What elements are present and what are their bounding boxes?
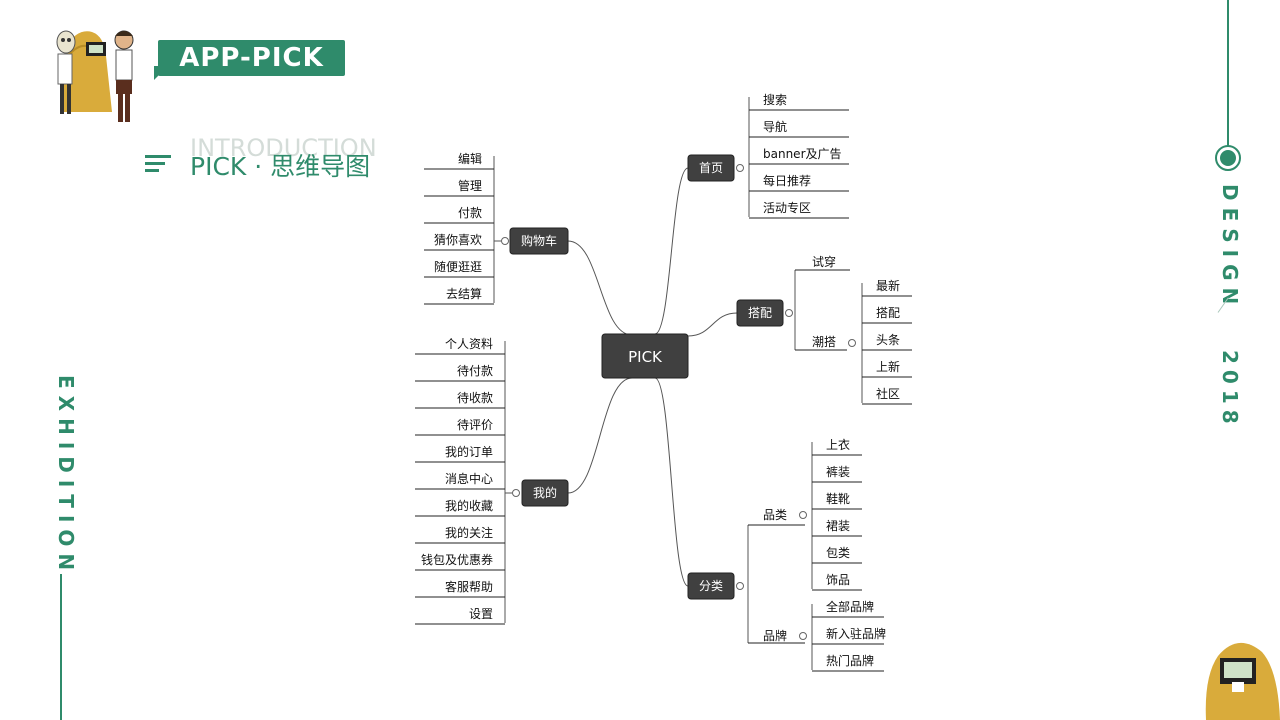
home-node-box: [687, 154, 735, 182]
brand-label: 品牌: [763, 629, 787, 643]
design-vertical-text: DESIGN: [1218, 184, 1242, 312]
mine-item: 待付款: [457, 364, 493, 378]
match-node-box: [736, 299, 784, 327]
mine-node-box: [521, 479, 569, 507]
mine-item: 我的收藏: [445, 498, 493, 513]
mine-item: 待评价: [457, 418, 493, 432]
header-badge: [158, 40, 345, 76]
cart-item: 编辑: [458, 151, 482, 166]
cart-node-box: [509, 227, 569, 255]
root-node-label: PICK: [628, 348, 663, 366]
category-node-box: [687, 572, 735, 600]
menu-lines-icon: [145, 155, 171, 172]
trend-label: 潮搭: [812, 334, 836, 349]
type-item: 上衣: [826, 437, 850, 452]
cart-item: 猜你喜欢: [434, 232, 482, 247]
type-item: 裙装: [826, 519, 850, 533]
type-item: 包类: [826, 546, 850, 560]
trend-item: 社区: [876, 386, 900, 401]
cart-item: 去结算: [446, 286, 482, 301]
home-item: 每日推荐: [763, 173, 811, 188]
mine-item: 我的订单: [445, 444, 493, 459]
mine-item: 个人资料: [445, 337, 493, 351]
root-node-box: [601, 333, 689, 379]
brand-item: 热门品牌: [826, 653, 874, 668]
match-dot: [785, 309, 793, 317]
mine-connector: [567, 377, 633, 494]
category-node-label: 分类: [699, 579, 723, 593]
home-item: banner及广告: [763, 147, 842, 161]
year-vertical-text: 2018: [1218, 350, 1242, 430]
home-item: 活动专区: [763, 200, 811, 215]
cart-dot: [501, 237, 509, 245]
trend-item: 头条: [876, 333, 900, 347]
match-node-label: 搭配: [748, 306, 772, 320]
mine-dot: [512, 489, 520, 497]
cart-item: 管理: [458, 178, 482, 193]
brand-item: 全部品牌: [826, 599, 874, 614]
characters-illustration: [56, 30, 134, 122]
right-top-line: [1227, 0, 1229, 146]
category-dot: [736, 582, 744, 590]
mine-item: 待收款: [457, 391, 493, 405]
mine-item: 我的关注: [445, 525, 493, 540]
mine-item: 客服帮助: [445, 579, 493, 594]
trend-item: 最新: [876, 278, 900, 293]
trend-dot: [848, 339, 856, 347]
cart-connector: [567, 240, 633, 336]
left-bottom-line: [60, 574, 62, 720]
mine-item: 钱包及优惠券: [421, 552, 493, 567]
home-node-label: 首页: [699, 161, 723, 175]
tryon-label: 试穿: [812, 254, 836, 269]
trend-item: 搭配: [876, 306, 900, 320]
trend-item: 上新: [876, 359, 900, 374]
type-dot: [799, 511, 807, 519]
type-item: 鞋靴: [826, 491, 850, 506]
type-item: 饰品: [826, 573, 850, 587]
circle-marker-icon: [1215, 145, 1241, 171]
brand-item: 新入驻品牌: [826, 626, 886, 641]
category-connector: [654, 377, 689, 587]
home-dot: [736, 164, 744, 172]
exhidition-vertical-text: EXHIDITION: [54, 375, 78, 578]
page-title: PICK · 思维导图: [190, 152, 371, 181]
home-item: 导航: [763, 119, 787, 134]
mine-node-label: 我的: [533, 485, 557, 500]
type-label: 品类: [763, 508, 787, 522]
badge-label: APP-PICK: [179, 43, 324, 73]
home-connector: [654, 167, 689, 335]
cart-item: 付款: [458, 206, 482, 220]
introduction-ghost-text: INTRODUCTION: [190, 134, 377, 162]
cart-item: 随便逛逛: [434, 259, 482, 274]
mine-item: 设置: [469, 607, 493, 621]
type-item: 裤装: [826, 465, 850, 479]
brand-dot: [799, 632, 807, 640]
home-item: 搜索: [763, 92, 787, 107]
match-connector: [687, 312, 738, 337]
mascot-illustration: [1205, 642, 1280, 720]
mine-item: 消息中心: [445, 471, 493, 486]
cart-node-label: 购物车: [521, 233, 557, 248]
